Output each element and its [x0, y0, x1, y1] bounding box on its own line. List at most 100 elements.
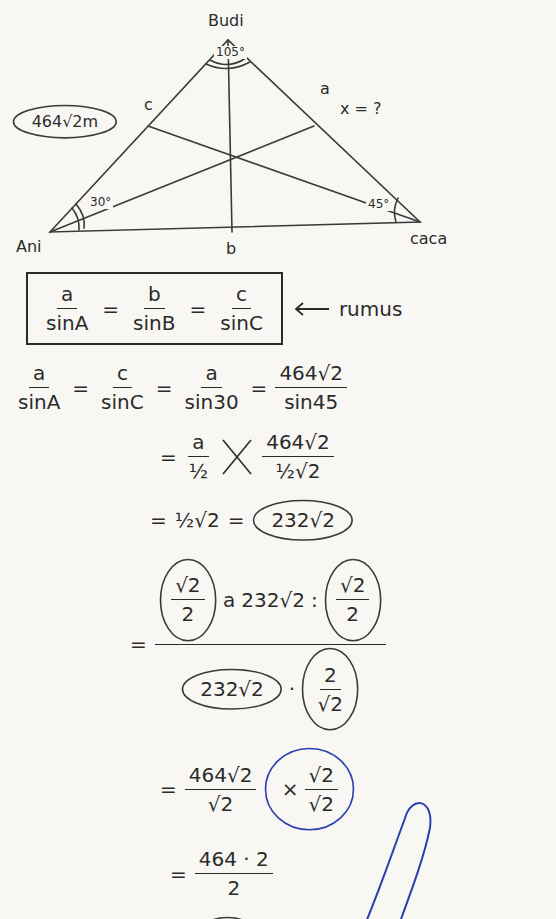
- formula-box: asinA=bsinB=csinC: [26, 272, 283, 345]
- math-text: =: [156, 376, 173, 400]
- triangle-outline: [50, 40, 420, 232]
- math-text: a: [192, 430, 204, 454]
- math-text: √2: [340, 573, 365, 597]
- working-line: =464√2√2×√2√2: [160, 747, 355, 831]
- math-text: 2: [324, 663, 337, 687]
- math-text: =: [102, 297, 119, 321]
- circled-term: √22: [324, 558, 382, 642]
- denominator: √2: [204, 790, 237, 816]
- numerator: √22a232√2:√22: [155, 558, 386, 645]
- math-text: 464√2: [266, 430, 330, 454]
- denominator: 232√2·2√2: [177, 645, 363, 731]
- math-text: c: [117, 361, 128, 385]
- denominator: 2: [342, 600, 363, 626]
- denominator: sinA: [42, 309, 92, 335]
- denominator: sin30: [181, 388, 243, 414]
- math-text: a: [33, 361, 45, 385]
- math-text: 464√2m: [32, 112, 99, 131]
- math-text: √2: [309, 792, 334, 816]
- math-text: a: [223, 588, 235, 612]
- math-text: sin30: [185, 390, 239, 414]
- fraction: √22: [336, 573, 369, 626]
- denominator: sin45: [280, 388, 342, 414]
- circled-term: ×√2√2: [264, 747, 355, 831]
- circled-term: 2√2: [301, 647, 359, 731]
- math-text: caca: [408, 230, 449, 248]
- math-text: sin45: [284, 390, 338, 414]
- numerator: c: [232, 282, 251, 309]
- math-text: sinA: [46, 311, 88, 335]
- denominator: sinB: [129, 309, 179, 335]
- numerator: 464√2: [262, 430, 334, 457]
- math-text: c: [236, 282, 247, 306]
- numerator: 464√2: [185, 763, 257, 790]
- denominator: ½: [185, 457, 212, 483]
- cross-multiply-lines: [223, 440, 251, 474]
- circle-stroke: [303, 648, 358, 729]
- math-text: sinC: [101, 390, 144, 414]
- math-text: 45°: [366, 198, 391, 211]
- fraction: c sinC: [97, 361, 148, 414]
- numerator: b: [144, 282, 165, 309]
- numerator: 464√2: [275, 361, 347, 388]
- numerator: a: [201, 361, 221, 388]
- math-text: sinA: [18, 390, 60, 414]
- working-line: = a ½ 464√2 ½√2: [160, 430, 334, 483]
- denominator: ½√2: [272, 457, 325, 483]
- math-text: ×: [282, 777, 299, 801]
- working-line: asinA=bsinB=csinCrumus: [26, 272, 402, 345]
- numerator: 464 · 2: [195, 847, 273, 874]
- math-text: b: [148, 282, 161, 306]
- pointer-arrow-line: [296, 303, 329, 315]
- numerator: √2: [305, 763, 338, 790]
- math-text: =: [228, 508, 245, 532]
- math-text: 464√2: [279, 361, 343, 385]
- math-text: ·: [289, 677, 295, 701]
- math-text: =: [150, 508, 167, 532]
- circled-term: √22: [159, 558, 217, 642]
- denominator: 2: [223, 874, 244, 900]
- angle-arc: [394, 198, 398, 222]
- math-text: √2: [318, 692, 343, 716]
- circled-term: 464√2m: [12, 104, 118, 139]
- denominator: sinA: [14, 388, 64, 414]
- circle-stroke: [266, 749, 354, 830]
- math-text: 105°: [214, 46, 247, 59]
- math-text: :: [311, 588, 318, 612]
- fraction: √2√2: [305, 763, 338, 816]
- fraction: b sinB: [129, 282, 179, 335]
- denominator: √2: [305, 790, 338, 816]
- circle-stroke: [196, 918, 258, 919]
- math-text: =: [170, 862, 187, 886]
- circle-outline: [195, 916, 260, 919]
- math-text: =: [160, 445, 177, 469]
- circle-stroke: [254, 501, 353, 541]
- numerator: c: [113, 361, 132, 388]
- working-line: =√22a232√2:√22232√2·2√2: [130, 558, 386, 732]
- fraction: 464 · 22: [195, 847, 273, 900]
- math-text: 2: [346, 602, 359, 626]
- math-text: rumus: [339, 297, 402, 321]
- math-text: a: [205, 361, 217, 385]
- fraction: 464√2 ½√2: [262, 430, 334, 483]
- cross-multiply-mark: [220, 434, 254, 480]
- numerator: 2: [320, 663, 341, 690]
- denominator: sinC: [216, 309, 267, 335]
- fraction: √22: [171, 573, 204, 626]
- math-text: =: [189, 297, 206, 321]
- math-text: √2: [175, 573, 200, 597]
- angle-arc: [72, 208, 79, 230]
- circle-stroke: [160, 559, 215, 640]
- check-mark: [350, 803, 431, 919]
- math-text: Ani: [14, 238, 44, 256]
- denominator: sinC: [97, 388, 148, 414]
- working-line: =464: [170, 916, 260, 919]
- working-line: asinA=csinC=asin30=464√2sin45: [14, 361, 347, 414]
- math-text: Budi: [206, 12, 246, 30]
- denominator: √2: [314, 690, 347, 716]
- circle-stroke: [183, 669, 282, 709]
- pointer-arrow: [291, 299, 331, 319]
- math-text: 232√2: [200, 677, 264, 701]
- math-text: c: [142, 96, 155, 114]
- math-text: 2: [181, 602, 194, 626]
